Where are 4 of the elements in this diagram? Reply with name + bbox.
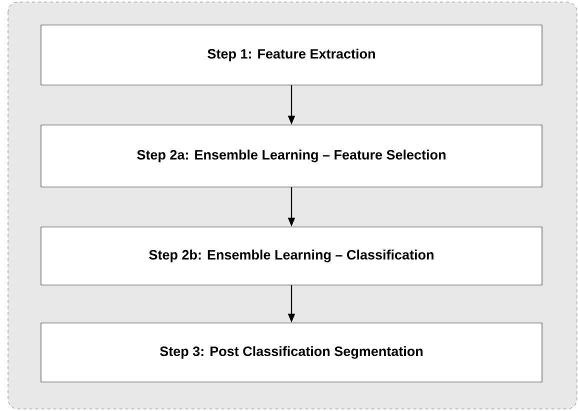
process-box: Step 1: Feature Extraction: [40, 24, 542, 86]
process-box: Step 3: Post Classification Segmentation: [40, 322, 542, 382]
process-box: Step 2b: Ensemble Learning – Classification: [40, 226, 542, 286]
process-box: Step 2a: Ensemble Learning – Feature Selection: [40, 124, 542, 188]
